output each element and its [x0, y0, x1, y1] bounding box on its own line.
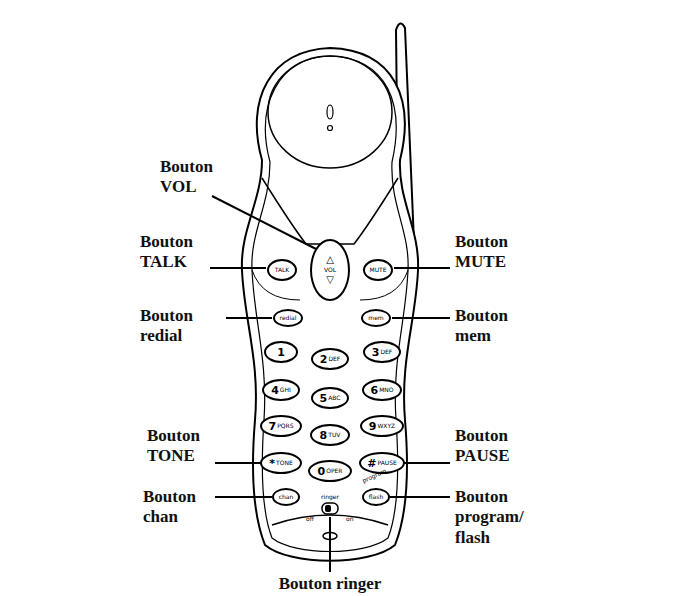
leader-line: [329, 517, 331, 572]
key-label: PQRS: [277, 423, 293, 429]
switch-label: ringer: [321, 494, 339, 500]
earpiece-dot: [328, 126, 333, 131]
callout-label: Bouton PAUSE: [455, 426, 509, 467]
key-label: redial: [280, 315, 297, 321]
mem-button: mem: [361, 309, 391, 327]
earpiece-hole: [327, 105, 333, 119]
key-digit: 9: [369, 421, 377, 432]
key-digit: 0: [318, 466, 326, 477]
key-label: TALK: [275, 267, 290, 273]
callout-label: Bouton ringer: [279, 574, 381, 594]
mute-button: MUTE: [363, 259, 393, 281]
keypad-button: 5ABC: [311, 387, 349, 409]
keypad-button: 0OPER: [308, 460, 352, 482]
keypad-button: *TONE: [260, 452, 302, 474]
key-digit: 4: [271, 385, 279, 396]
key-label: MNO: [379, 387, 393, 393]
function-button: chan: [272, 488, 300, 506]
leader-lines: [210, 196, 450, 572]
key-digit: 1: [277, 347, 285, 358]
key-label: TONE: [276, 460, 293, 466]
key-digit: 8: [320, 430, 328, 441]
keypad-button: 6MNO: [362, 379, 402, 401]
face-panel: [262, 178, 398, 244]
key-label: TUV: [328, 432, 340, 438]
key-digit: 5: [320, 393, 328, 404]
talk-button: TALK: [267, 259, 297, 281]
leader-line: [212, 196, 318, 250]
keypad-button: 4GHI: [262, 379, 300, 401]
key-digit: 3: [372, 347, 380, 358]
key-digit: #: [367, 458, 376, 469]
callout-label: Bouton TONE: [147, 426, 200, 467]
leader-line: [394, 267, 450, 269]
keypad-button: 1: [264, 341, 298, 363]
keypad-button: 3DEF: [363, 341, 401, 363]
handset-body: [242, 48, 418, 561]
keypad-button: 9WXYZ: [360, 415, 404, 437]
callout-label: Bouton mem: [455, 306, 508, 347]
key-digit: 6: [370, 385, 378, 396]
leader-line: [210, 267, 266, 269]
key-digit: 7: [269, 421, 277, 432]
keypad-button: 8TUV: [310, 424, 350, 446]
key-label: △: [326, 255, 334, 265]
keypad-button: 7PQRS: [260, 415, 302, 437]
key-label: PAUSE: [377, 460, 396, 466]
key-label: MUTE: [369, 267, 386, 273]
leader-line: [392, 317, 450, 319]
key-label: chan: [279, 494, 294, 500]
key-label: OPER: [326, 468, 342, 474]
earpiece: [268, 56, 392, 168]
callout-label: Bouton MUTE: [455, 232, 508, 273]
key-label: mem: [368, 315, 383, 321]
key-label: ABC: [328, 395, 340, 401]
switch-label: off: [306, 516, 314, 522]
key-label: WXYZ: [377, 423, 395, 429]
callout-label: Bouton VOL: [160, 157, 213, 198]
key-label: DEF: [380, 349, 392, 355]
leader-line: [215, 496, 272, 498]
keypad-button: 2DEF: [311, 348, 349, 370]
key-label: ▽: [326, 275, 334, 285]
key-label: GHI: [280, 387, 291, 393]
callout-label: Bouton TALK: [140, 232, 193, 273]
key-label: VOL: [324, 267, 336, 273]
volume-button: △ VOL ▽: [310, 239, 350, 301]
callout-label: Bouton chan: [143, 487, 196, 528]
key-label: DEF: [328, 356, 340, 362]
callout-label: Bouton redial: [140, 306, 193, 347]
switch-label: on: [346, 516, 353, 522]
function-button: flash: [362, 488, 390, 506]
ringer-switch: [322, 503, 338, 514]
key-digit: *: [269, 458, 275, 469]
leader-line: [390, 496, 450, 498]
leader-line: [226, 317, 272, 319]
handset-inner-edge: [252, 56, 408, 552]
callout-label: Bouton program/ flash: [455, 487, 524, 548]
key-digit: 2: [320, 354, 328, 365]
key-label: flash: [369, 494, 383, 500]
ringer-slider: [325, 505, 331, 512]
redial-button: redial: [273, 309, 303, 327]
